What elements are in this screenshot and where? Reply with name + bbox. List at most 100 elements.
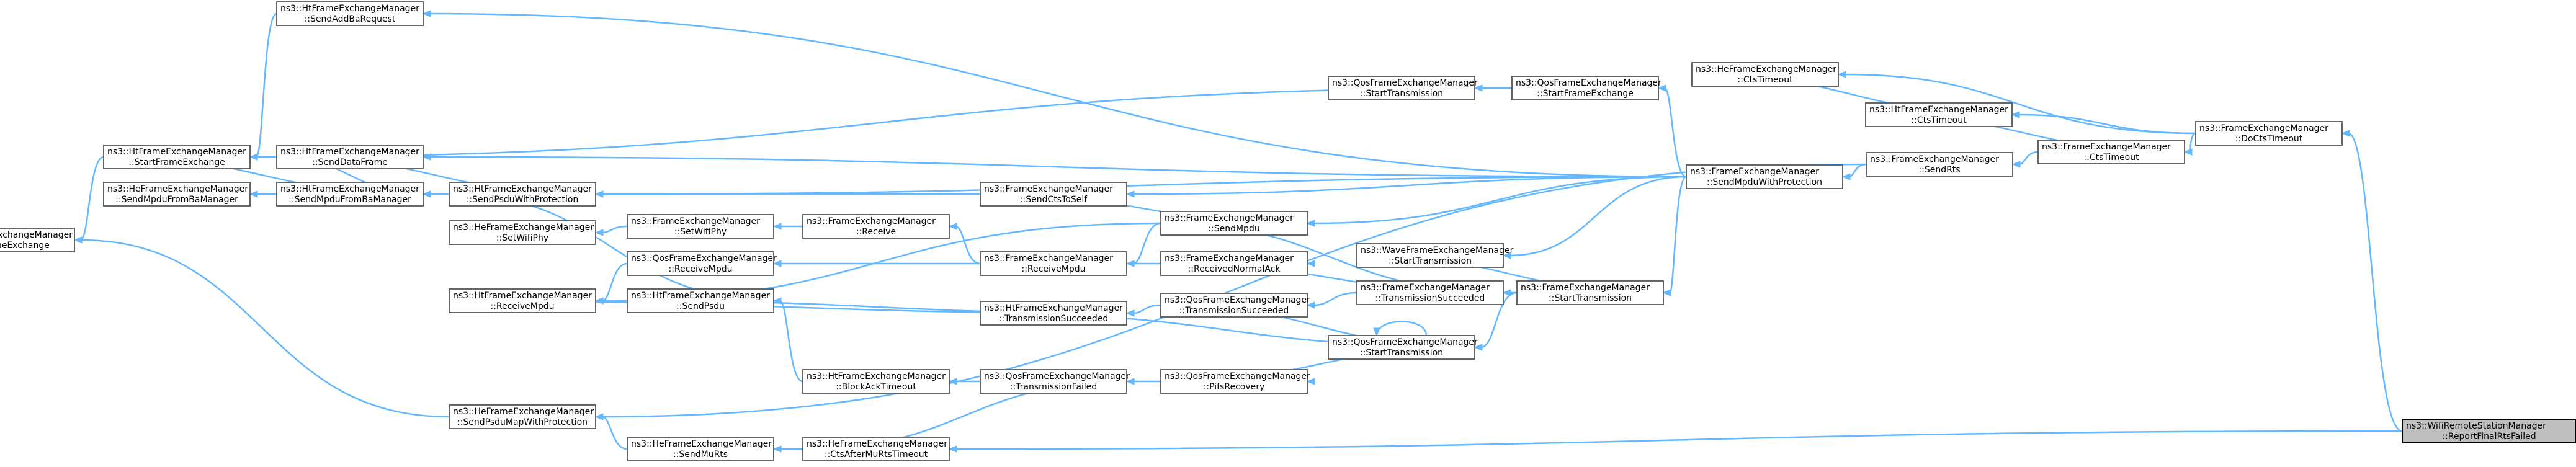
node-class-label: ns3::HtFrameExchangeManager [1869, 105, 2008, 115]
node-box [103, 145, 251, 169]
arrowhead-icon [1125, 378, 1135, 385]
node-box [1356, 243, 1504, 268]
node-method-label: ::StartTransmission [1549, 293, 1632, 303]
edge-line [1848, 163, 1867, 178]
node-htSendMpduFromBa[interactable]: ns3::HtFrameExchangeManager::SendMpduFro… [276, 182, 424, 207]
node-class-label: ns3::HtFrameExchangeManager [984, 303, 1123, 313]
node-box [1328, 76, 1475, 100]
node-heSetWifiPhy[interactable]: ns3::HeFrameExchangeManager::SetWifiPhy [449, 220, 596, 245]
node-box [1691, 62, 1839, 87]
arrowhead-icon [772, 297, 782, 305]
node-htStartFE[interactable]: ns3::HtFrameExchangeManager::StartFrameE… [103, 145, 251, 169]
edge-qosTxSucceeded-to-feTxSucceeded [1306, 291, 1357, 309]
node-method-label: ::SendRts [1918, 165, 1960, 175]
node-box [1865, 102, 2013, 127]
node-feCts[interactable]: ns3::FrameExchangeManager::CtsTimeout [2037, 140, 2185, 164]
node-class-label: ns3::HeFrameExchangeManager [0, 230, 73, 240]
node-qosStartFE[interactable]: ns3::QosFrameExchangeManager::StartFrame… [1511, 76, 1661, 100]
node-class-label: ns3::HtFrameExchangeManager [453, 291, 592, 301]
node-feSendCtsToSelf[interactable]: ns3::FrameExchangeManager::SendCtsToSelf [980, 182, 1127, 207]
node-method-label: ::SendPsduWithProtection [467, 195, 579, 205]
node-class-label: ns3::QosFrameExchangeManager [1332, 78, 1478, 88]
node-class-label: ns3::HtFrameExchangeManager [631, 291, 770, 301]
node-htTxSucceeded[interactable]: ns3::HtFrameExchangeManager::Transmissio… [980, 301, 1127, 326]
node-htCts[interactable]: ns3::HtFrameExchangeManager::CtsTimeout [1865, 102, 2013, 127]
node-method-label: ::CtsTimeout [1911, 115, 1967, 125]
edge-htStartFE-to-qosStartFE [249, 87, 1513, 161]
node-method-label: ::TransmissionSucceeded [1375, 293, 1485, 303]
node-box [980, 182, 1127, 207]
node-class-label: ns3::HtFrameExchangeManager [453, 184, 592, 194]
node-class-label: ns3::HtFrameExchangeManager [280, 147, 419, 157]
node-feStartTx[interactable]: ns3::FrameExchangeManager::StartTransmis… [1516, 280, 1664, 305]
edge-line [429, 156, 1687, 178]
node-feTxSucceeded[interactable]: ns3::FrameExchangeManager::TransmissionS… [1356, 280, 1504, 305]
node-method-label: ::StartFrameExchange [128, 158, 225, 167]
node-method-label: ::SendMuRts [673, 450, 728, 460]
node-qosStartTx[interactable]: ns3::QosFrameExchangeManager::StartTrans… [1328, 335, 1478, 360]
node-box [276, 182, 424, 207]
edge-line [80, 156, 104, 241]
node-heStartFE[interactable]: ns3::HeFrameExchangeManager::StartFrameE… [0, 228, 75, 252]
node-heCtsAfterMuRts[interactable]: ns3::HeFrameExchangeManager::CtsAfterMuR… [802, 437, 950, 461]
node-class-label: ns3::QosFrameExchangeManager [1332, 337, 1478, 347]
node-box [1356, 280, 1504, 305]
node-qosPifs[interactable]: ns3::QosFrameExchangeManager::PifsRecove… [1160, 369, 1310, 394]
arrowhead-icon [1306, 260, 1315, 267]
node-feSetWifiPhy[interactable]: ns3::FrameExchangeManager::SetWifiPhy [627, 214, 774, 239]
arrowhead-icon [1373, 327, 1380, 337]
node-heSendPsduMap[interactable]: ns3::HeFrameExchangeManager::SendPsduMap… [449, 404, 596, 429]
edge-feReceive-to-feReceiveMpdu [948, 223, 981, 265]
node-doCts[interactable]: ns3::FrameExchangeManager::DoCtsTimeout [2195, 121, 2343, 146]
edge-line [955, 225, 981, 265]
node-waveStartTx[interactable]: ns3::WaveFrameExchangeManager::StartTran… [1356, 243, 1514, 268]
node-qosStartTxTop[interactable]: ns3::QosFrameExchangeManager::StartTrans… [1328, 76, 1478, 100]
node-sendRts[interactable]: ns3::FrameExchangeManager::SendRts [1866, 152, 2013, 177]
arrowhead-icon [594, 190, 604, 198]
node-sendMpduProt[interactable]: ns3::FrameExchangeManager::SendMpduWithP… [1686, 164, 1843, 189]
node-qosTxFailed[interactable]: ns3::QosFrameExchangeManager::Transmissi… [980, 369, 1130, 394]
node-htReceiveMpdu[interactable]: ns3::HtFrameExchangeManager::ReceiveMpdu [449, 288, 596, 313]
node-heSendMpduFromBa[interactable]: ns3::HeFrameExchangeManager::SendMpduFro… [103, 182, 251, 207]
node-heCts[interactable]: ns3::HeFrameExchangeManager::CtsTimeout [1691, 62, 1839, 87]
node-method-label: ::SendMpduWithProtection [1707, 177, 1822, 187]
arrowhead-icon [1474, 344, 1483, 351]
node-qosReceiveMpdu[interactable]: ns3::QosFrameExchangeManager::ReceiveMpd… [627, 251, 777, 276]
node-feReceiveMpdu[interactable]: ns3::FrameExchangeManager::ReceiveMpdu [980, 251, 1127, 276]
arrowhead-icon [1841, 173, 1851, 180]
edge-line [1313, 291, 1357, 306]
edge-heCts-to-doCts [1837, 71, 2196, 135]
node-box [0, 228, 75, 252]
node-htSendPsduSimple[interactable]: ns3::HtFrameExchangeManager::SendPsdu [627, 288, 774, 313]
edge-htCts-to-doCts [2011, 111, 2196, 135]
node-htAddBa[interactable]: ns3::HtFrameExchangeManager::SendAddBaRe… [276, 1, 424, 26]
edge-line [601, 416, 628, 450]
node-method-label: ::StartFrameExchange [0, 241, 50, 251]
arrowhead-icon [422, 10, 431, 17]
node-htBlockAck[interactable]: ns3::HtFrameExchangeManager::BlockAckTim… [802, 369, 950, 394]
edge-sendMpduProt-to-sendRts [1841, 163, 1867, 180]
node-box [1866, 152, 2013, 177]
node-heSendMuRts[interactable]: ns3::HeFrameExchangeManager::SendMuRts [627, 437, 774, 461]
node-method-label: ::TransmissionFailed [1010, 382, 1098, 392]
arrowhead-icon [1306, 301, 1315, 309]
node-class-label: ns3::HeFrameExchangeManager [107, 184, 248, 194]
node-method-label: ::SendCtsToSelf [1020, 195, 1088, 205]
arrowhead-icon [1837, 71, 1846, 78]
node-feReceive[interactable]: ns3::FrameExchangeManager::Receive [802, 214, 950, 239]
node-box [276, 1, 424, 26]
edge-line [1132, 222, 1161, 265]
node-htSendDataFrame[interactable]: ns3::HtFrameExchangeManager::SendDataFra… [276, 145, 424, 169]
node-class-label: ns3::HtFrameExchangeManager [107, 147, 246, 157]
node-method-label: ::ReceiveMpdu [1022, 264, 1086, 274]
node-feSendMpdu[interactable]: ns3::FrameExchangeManager::SendMpdu [1160, 211, 1308, 236]
node-box [1328, 335, 1475, 360]
node-class-label: ns3::FrameExchangeManager [1361, 283, 1490, 293]
node-feReceivedNormalAck[interactable]: ns3::FrameExchangeManager::ReceivedNorma… [1160, 251, 1308, 276]
node-target[interactable]: ns3::WifiRemoteStationManager::ReportFin… [2402, 419, 2576, 443]
node-htSendPsdu[interactable]: ns3::HtFrameExchangeManager::SendPsduWit… [449, 182, 596, 207]
edge-htSendPsduSimple-to-htSendPsdu [449, 193, 782, 305]
node-box [1511, 76, 1659, 100]
node-qosTxSucceeded[interactable]: ns3::QosFrameExchangeManager::Transmissi… [1160, 293, 1310, 318]
edge-heStartFE-to-htStartFE [73, 156, 104, 244]
